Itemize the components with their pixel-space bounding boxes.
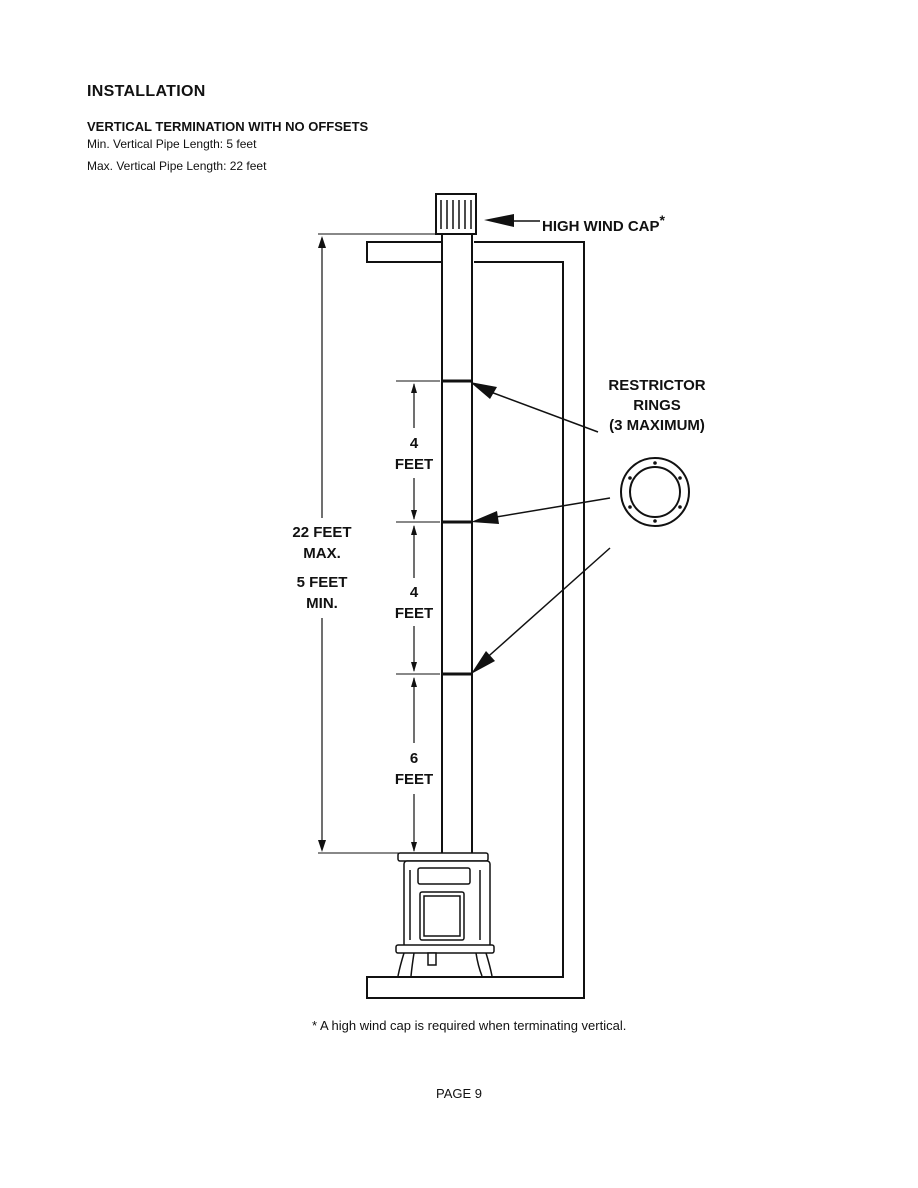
segment-dimension-bottom (396, 673, 440, 852)
restrictor-leader-1 (470, 382, 599, 433)
restrictor-rings-label: RESTRICTOR RINGS (3 MAXIMUM) (608, 377, 706, 434)
wood-stove-icon (395, 852, 495, 977)
min-length-spec: Min. Vertical Pipe Length: 5 feet (87, 137, 257, 151)
segment-dimension-middle (396, 521, 440, 672)
page-number: PAGE 9 (436, 1086, 483, 1101)
overall-dimension (318, 233, 436, 854)
segment-label-middle: 4 FEET (394, 584, 434, 622)
restrictor-ring-icon (620, 457, 690, 527)
restrictor-leader-3 (471, 547, 611, 674)
footnote: * A high wind cap is required when termi… (312, 1018, 627, 1033)
wall-outline (366, 241, 585, 999)
segment-dimension-top (396, 380, 440, 520)
min-length-label: 5 FEET MIN. (296, 574, 348, 612)
section-heading: VERTICAL TERMINATION WITH NO OFFSETS (87, 119, 369, 134)
roof-wall-floor-outline (366, 241, 443, 263)
segment-label-top: 4 FEET (394, 435, 434, 473)
segment-label-bottom: 6 FEET (394, 750, 434, 788)
cap-pointer-arrow (484, 214, 540, 227)
high-wind-cap-icon (435, 193, 477, 235)
max-length-spec: Max. Vertical Pipe Length: 22 feet (87, 159, 267, 173)
max-length-label: 22 FEET MAX. (292, 524, 352, 562)
high-wind-cap-label: HIGH WIND CAP* (542, 212, 665, 235)
page-title: INSTALLATION (87, 83, 206, 100)
restrictor-leader-2 (471, 497, 611, 524)
vent-pipe (441, 233, 473, 855)
